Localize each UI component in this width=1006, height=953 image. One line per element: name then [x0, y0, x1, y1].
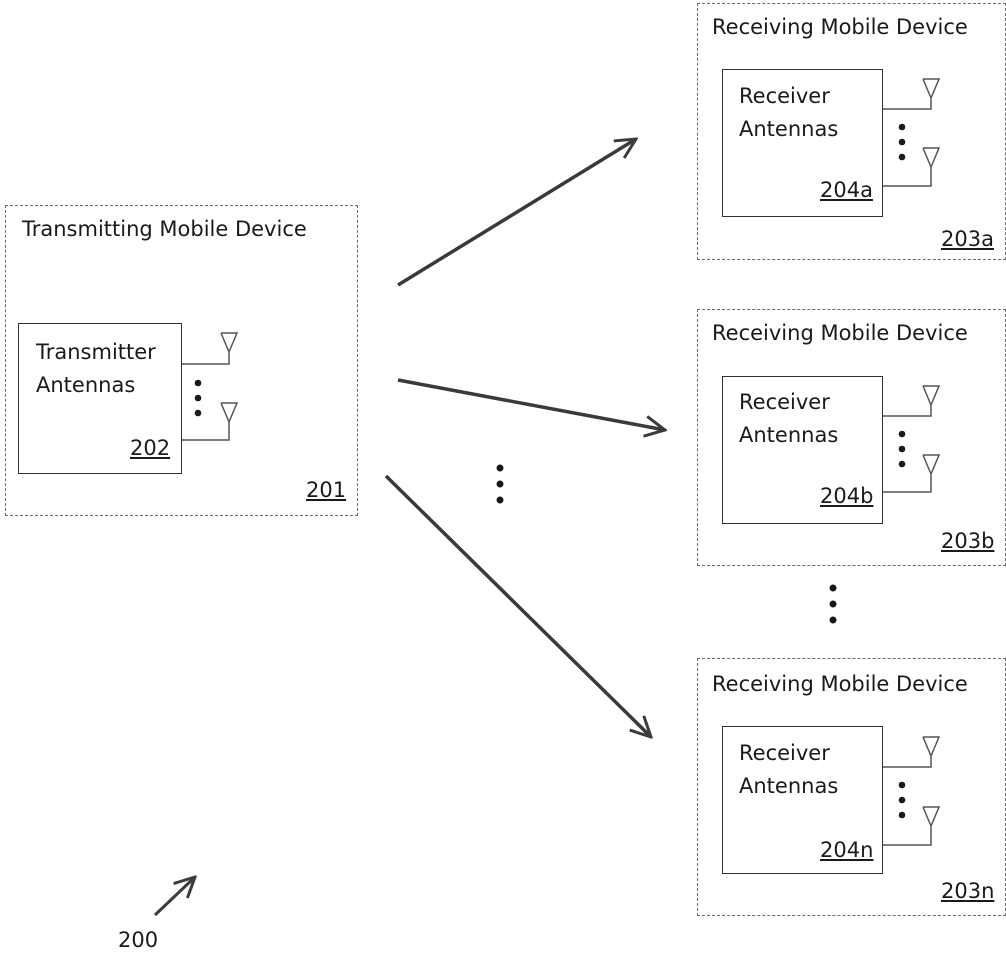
receiver-b-antennas-ref: 204b	[820, 484, 874, 508]
receiver-b-antennas-box	[722, 376, 883, 524]
receiver-a-antennas-box	[722, 69, 883, 217]
transmitter-label-line1: Transmitter	[36, 340, 156, 364]
receiver-n-antenna-dots	[898, 781, 906, 819]
arrow-to-receiver-n	[384, 474, 651, 737]
figure-number: 200	[118, 928, 159, 952]
antenna-icon	[182, 332, 239, 365]
ellipsis-between-arrows	[496, 464, 504, 504]
transmitter-label-line2: Antennas	[36, 373, 136, 397]
arrow-to-receiver-b	[397, 378, 665, 430]
ellipsis-between-devices	[829, 584, 837, 624]
receiver-b-label-line1: Receiver	[739, 390, 830, 414]
receiver-a-antenna-dots	[898, 123, 906, 161]
antenna-icon	[182, 402, 239, 441]
figure-ref-arrow	[153, 877, 195, 917]
receiver-b-antennas-label: Receiver Antennas	[739, 386, 838, 452]
receiver-a-label-line1: Receiver	[739, 84, 830, 108]
receiving-device-b-label: Receiving Mobile Device	[712, 321, 968, 345]
receiver-a-antenna-group	[883, 78, 941, 187]
receiver-b-antenna-dots	[898, 430, 906, 468]
receiving-device-a-ref: 203a	[941, 227, 994, 251]
transmitter-antennas-ref: 202	[130, 436, 171, 460]
receiving-device-n-label: Receiving Mobile Device	[712, 672, 968, 696]
antenna-icon	[883, 385, 941, 417]
receiving-device-n-ref: 203n	[941, 879, 995, 903]
antenna-icon	[883, 736, 941, 768]
transmitter-antenna-group	[182, 332, 239, 441]
receiver-n-antennas-label: Receiver Antennas	[739, 737, 838, 803]
transmitting-device-ref: 201	[306, 478, 347, 502]
receiver-n-antennas-box	[722, 726, 883, 874]
receiver-b-antenna-group	[883, 385, 941, 493]
arrow-to-receiver-a	[397, 139, 636, 287]
antenna-icon	[883, 147, 941, 187]
receiving-device-a-label: Receiving Mobile Device	[712, 15, 968, 39]
receiving-device-b-ref: 203b	[941, 529, 995, 553]
transmitter-antenna-dots	[194, 379, 202, 417]
receiver-n-antenna-group	[883, 736, 941, 846]
receiver-n-label-line2: Antennas	[739, 774, 839, 798]
antenna-icon	[883, 78, 941, 110]
receiver-a-antennas-ref: 204a	[820, 178, 873, 202]
transmitter-antennas-box	[18, 323, 182, 474]
receiver-a-antennas-label: Receiver Antennas	[739, 80, 838, 146]
receiver-n-label-line1: Receiver	[739, 741, 830, 765]
antenna-icon	[883, 806, 941, 846]
antenna-icon	[883, 454, 941, 493]
receiver-b-label-line2: Antennas	[739, 423, 839, 447]
transmitter-antennas-label: Transmitter Antennas	[36, 336, 156, 402]
receiver-n-antennas-ref: 204n	[820, 838, 874, 862]
transmitting-device-label: Transmitting Mobile Device	[22, 217, 307, 241]
receiver-a-label-line2: Antennas	[739, 117, 839, 141]
transmitting-device	[5, 205, 358, 516]
